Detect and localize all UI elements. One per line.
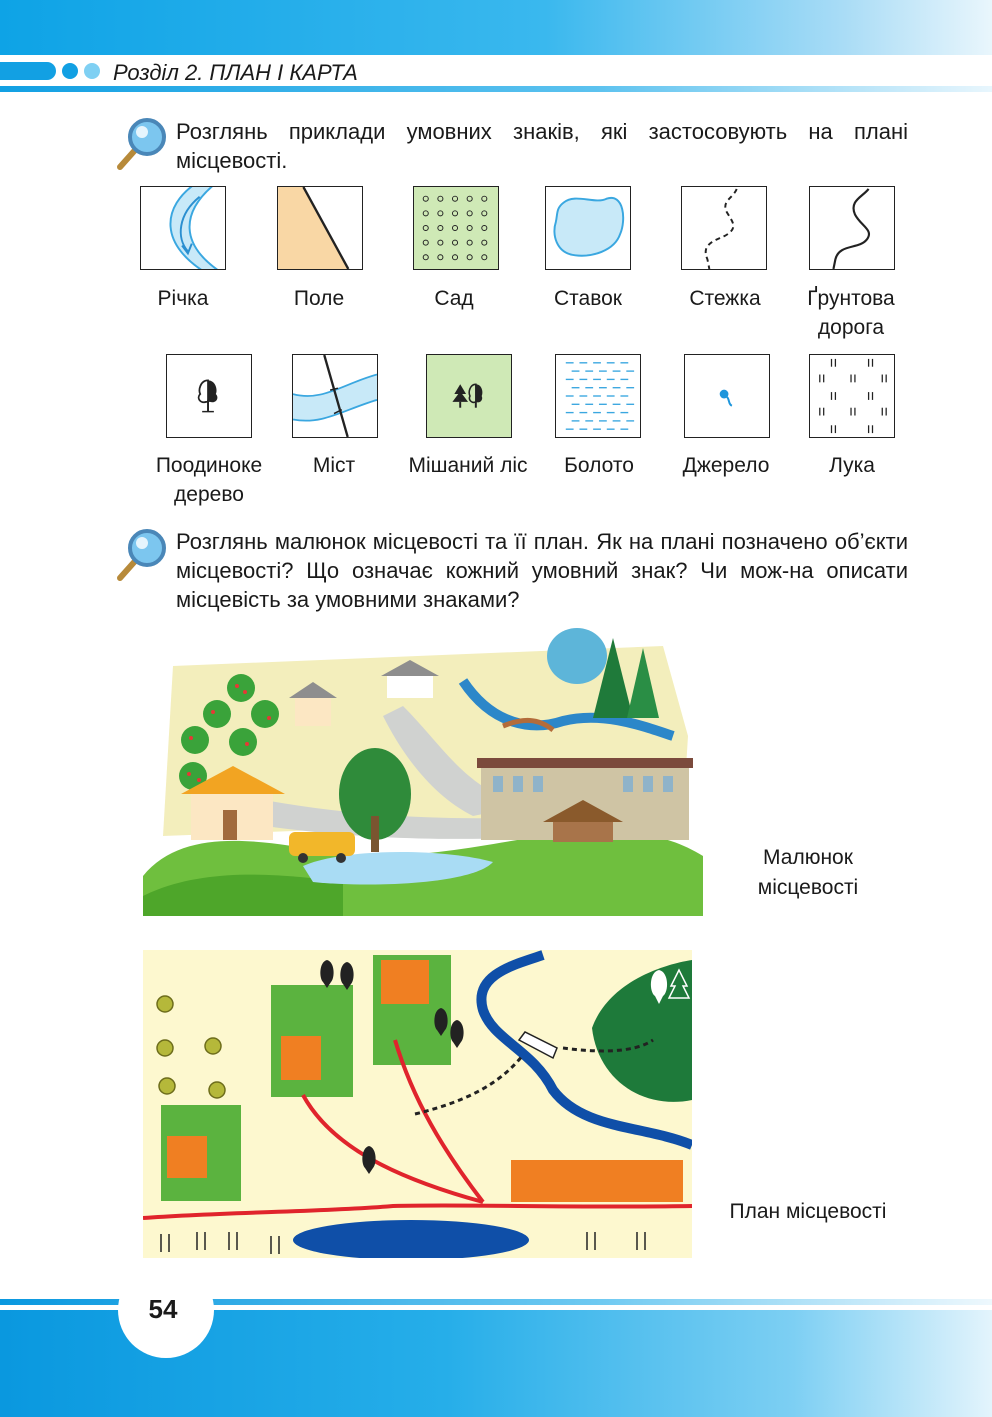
task-2-text: Розглянь малюнок місцевості та її план. … (176, 529, 908, 612)
label-path: Стежка (689, 287, 761, 310)
meadow-icon (809, 354, 895, 438)
header-divider (0, 86, 992, 92)
area-plan (143, 950, 692, 1258)
header-dot (84, 63, 100, 79)
path-icon (681, 186, 767, 270)
swamp-icon (555, 354, 641, 438)
label-pond: Ставок (553, 287, 622, 310)
label-field: Поле (293, 287, 345, 310)
dirt-road-icon (809, 186, 895, 270)
caption-plan: План місцевості (729, 1200, 887, 1223)
label-dirt-road: Ґрунтова дорога (807, 287, 895, 339)
single-tree-icon (166, 354, 252, 438)
label-orchard: Сад (434, 287, 474, 310)
page-number-badge (118, 1262, 214, 1358)
bridge-icon (292, 354, 378, 438)
section-title: Розділ 2. ПЛАН І КАРТА (113, 60, 358, 85)
magnifier-icon (117, 529, 166, 581)
mixed-forest-icon (426, 354, 512, 438)
page-number: 54 (148, 1294, 178, 1324)
label-swamp: Болото (564, 454, 634, 477)
label-mixed-forest: Мішаний ліс (408, 454, 528, 477)
header-stripe (0, 62, 56, 80)
river-icon (140, 186, 226, 270)
label-river: Річка (157, 287, 209, 310)
caption-picture: Малюнок місцевості (757, 846, 859, 899)
pond-icon (545, 186, 631, 270)
magnifier-icon (117, 118, 166, 170)
label-single-tree: Поодиноке дерево (155, 454, 263, 506)
spring-icon (684, 354, 770, 438)
orchard-icon (413, 186, 499, 270)
label-meadow: Лука (829, 454, 875, 477)
top-decorative-band (0, 0, 992, 55)
landscape-illustration (143, 628, 703, 916)
task-1-text: Розглянь приклади умовних знаків, які за… (176, 119, 908, 173)
footer-divider (0, 1299, 992, 1305)
field-icon (277, 186, 363, 270)
header-dot (62, 63, 78, 79)
label-spring: Джерело (682, 454, 770, 477)
label-bridge: Міст (312, 454, 356, 477)
